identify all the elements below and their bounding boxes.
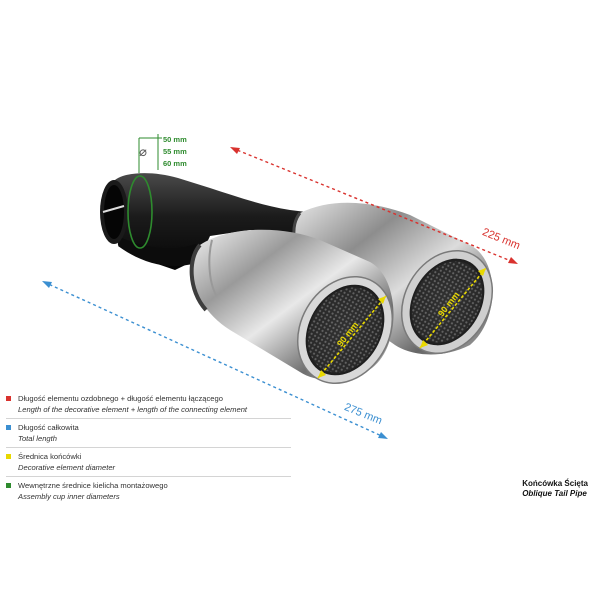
caption-pl: Końcówka Ścięta — [522, 479, 588, 488]
legend-label-pl: Długość całkowita — [18, 423, 79, 432]
connecting-pipe — [100, 173, 345, 270]
legend-label-en: Assembly cup inner diameters — [18, 492, 120, 501]
legend-label-pl: Długość elementu ozdobnego + długość ele… — [18, 394, 223, 403]
legend-item-red: Długość elementu ozdobnego + długość ele… — [6, 390, 291, 419]
diameter-value-2: 55 mm — [163, 147, 187, 156]
legend: Długość elementu ozdobnego + długość ele… — [6, 390, 291, 505]
caption-en: Oblique Tail Pipe — [522, 489, 587, 498]
legend-swatch-green — [6, 483, 11, 488]
legend-label-pl: Wewnętrzne średnice kielicha montażowego — [18, 481, 168, 490]
legend-label-en: Total length — [18, 434, 57, 443]
assembly-cup-diameters: ⌀ 50 mm 55 mm 60 mm — [138, 134, 187, 173]
legend-item-blue: Długość całkowita Total length — [6, 419, 291, 448]
tail-pipe-left — [189, 229, 394, 385]
legend-label-pl: Średnica końcówki — [18, 452, 82, 461]
dimension-225-label: 225 mm — [480, 226, 521, 252]
tip-diameter-line-left — [317, 295, 387, 379]
assembly-cup-ring — [127, 175, 153, 249]
legend-label-en: Length of the decorative element + lengt… — [18, 405, 248, 414]
legend-label-en: Decorative element diameter — [18, 463, 116, 472]
legend-swatch-yellow — [6, 454, 11, 459]
product-caption: Końcówka Ścięta Oblique Tail Pipe — [522, 479, 588, 499]
dimension-275-label: 275 mm — [342, 401, 383, 427]
tail-pipe-right — [292, 202, 494, 355]
tip-diameter-line-right — [419, 267, 487, 349]
legend-swatch-blue — [6, 425, 11, 430]
diameter-symbol: ⌀ — [139, 145, 147, 160]
legend-item-green: Wewnętrzne średnice kielicha montażowego… — [6, 477, 291, 505]
legend-swatch-red — [6, 396, 11, 401]
diameter-value-1: 50 mm — [163, 135, 187, 144]
diameter-value-3: 60 mm — [163, 159, 187, 168]
legend-item-yellow: Średnica końcówki Decorative element dia… — [6, 448, 291, 477]
